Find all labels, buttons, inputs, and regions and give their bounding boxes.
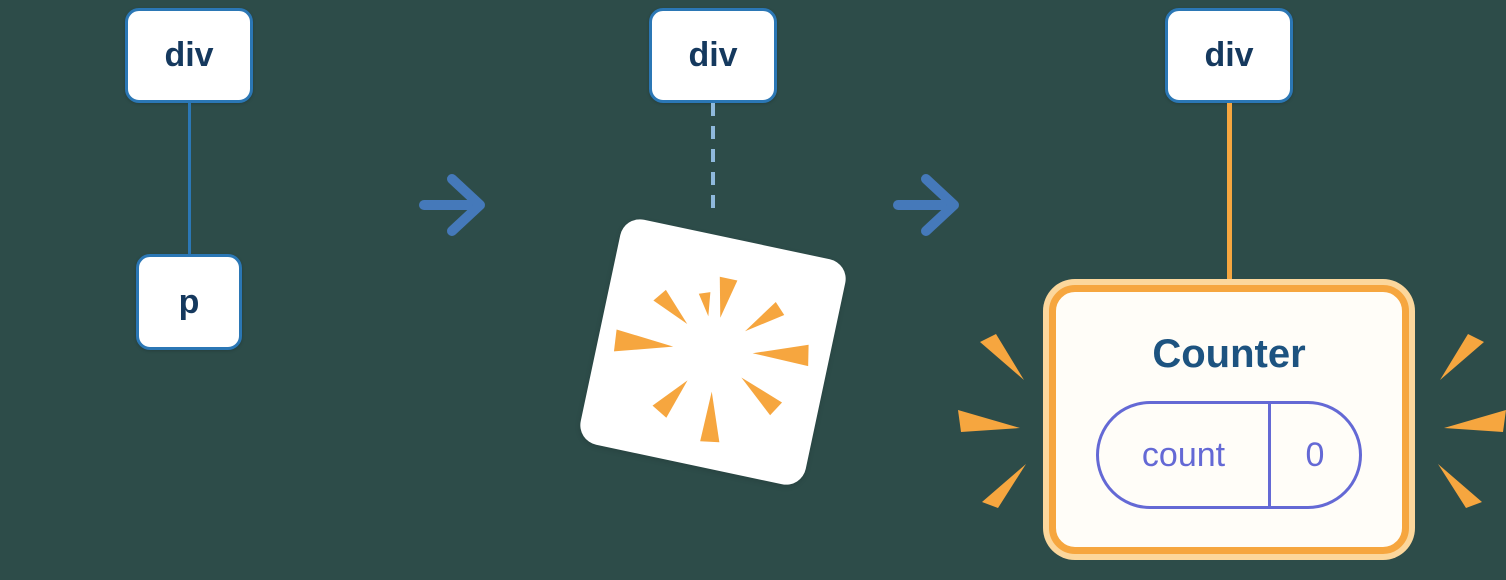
- node-label: div: [164, 36, 214, 74]
- state-pill: count 0: [1096, 401, 1362, 509]
- component-title: Counter: [1152, 332, 1306, 376]
- state-key-label: count: [1099, 404, 1271, 506]
- poof-starburst-icon: [613, 276, 809, 443]
- unmount-dashed-edge: [711, 103, 715, 217]
- counter-component-card: Counter count 0: [1043, 279, 1415, 560]
- sparkle-left-icon: [958, 334, 1026, 508]
- tree-node-div: div: [125, 8, 253, 103]
- parent-child-edge: [188, 103, 191, 254]
- node-label: div: [1204, 36, 1254, 74]
- node-label: p: [178, 282, 200, 321]
- transition-arrow-icon: [893, 174, 959, 236]
- sparkle-right-icon: [1438, 334, 1506, 508]
- transition-arrow-icon: [419, 174, 485, 236]
- tree-node-p: p: [136, 254, 242, 350]
- state-value: 0: [1305, 435, 1325, 474]
- tree-node-div: div: [1165, 8, 1293, 103]
- unmounting-component: [576, 215, 850, 489]
- node-label: div: [688, 36, 738, 74]
- mount-edge: [1227, 103, 1232, 281]
- tree-node-div: div: [649, 8, 777, 103]
- counter-card-body: Counter count 0: [1049, 285, 1409, 554]
